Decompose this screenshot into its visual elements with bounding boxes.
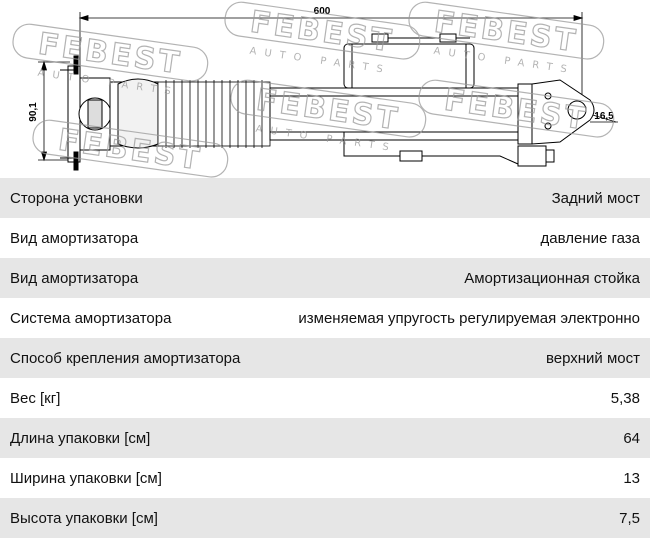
spec-label: Ширина упаковки [см]: [10, 469, 162, 487]
spec-label: Вид амортизатора: [10, 229, 139, 247]
shock-absorber-drawing: 600 90,1 16,5: [0, 0, 650, 178]
spec-row-mounting-method: Способ крепления амортизатора верхний мо…: [0, 338, 650, 378]
bellows: [157, 80, 271, 148]
length-dimension-label: 600: [314, 6, 331, 17]
spec-label: Вес [кг]: [10, 389, 61, 407]
spec-value: 64: [623, 429, 640, 447]
spec-value: верхний мост: [545, 349, 640, 367]
length-dimension: [78, 12, 584, 100]
spec-label: Система амортизатора: [10, 309, 172, 327]
spec-row-package-height: Высота упаковки [см] 7,5: [0, 498, 650, 538]
spec-row-weight: Вес [кг] 5,38: [0, 378, 650, 418]
spec-value: Задний мост: [551, 189, 640, 207]
spec-value: 13: [623, 469, 640, 487]
spec-value: давление газа: [540, 229, 640, 247]
specs-table: Сторона установки Задний мост Вид аморти…: [0, 178, 650, 538]
spec-row-absorber-kind: Вид амортизатора Амортизационная стойка: [0, 258, 650, 298]
electrical-cable: [343, 132, 555, 167]
spec-row-installation-side: Сторона установки Задний мост: [0, 178, 650, 218]
spec-value: 7,5: [619, 509, 640, 527]
eye-dimension-label: 16,5: [594, 111, 614, 122]
spec-row-absorber-system: Система амортизатора изменяемая упругост…: [0, 298, 650, 338]
spec-row-package-length: Длина упаковки [см] 64: [0, 418, 650, 458]
spec-row-package-width: Ширина упаковки [см] 13: [0, 458, 650, 498]
cylinder-tube: [269, 83, 533, 145]
height-dimension-label: 90,1: [28, 102, 39, 122]
upper-body: [109, 78, 159, 149]
spec-value: 5,38: [610, 389, 640, 407]
spec-label: Сторона установки: [10, 189, 143, 207]
spec-value: Амортизационная стойка: [464, 269, 640, 287]
spec-label: Высота упаковки [см]: [10, 509, 158, 527]
spec-row-absorber-type: Вид амортизатора давление газа: [0, 218, 650, 258]
spec-label: Длина упаковки [см]: [10, 429, 151, 447]
spec-label: Способ крепления амортизатора: [10, 349, 241, 367]
spec-label: Вид амортизатора: [10, 269, 139, 287]
spec-value: изменяемая упругость регулируемая электр…: [298, 309, 640, 327]
